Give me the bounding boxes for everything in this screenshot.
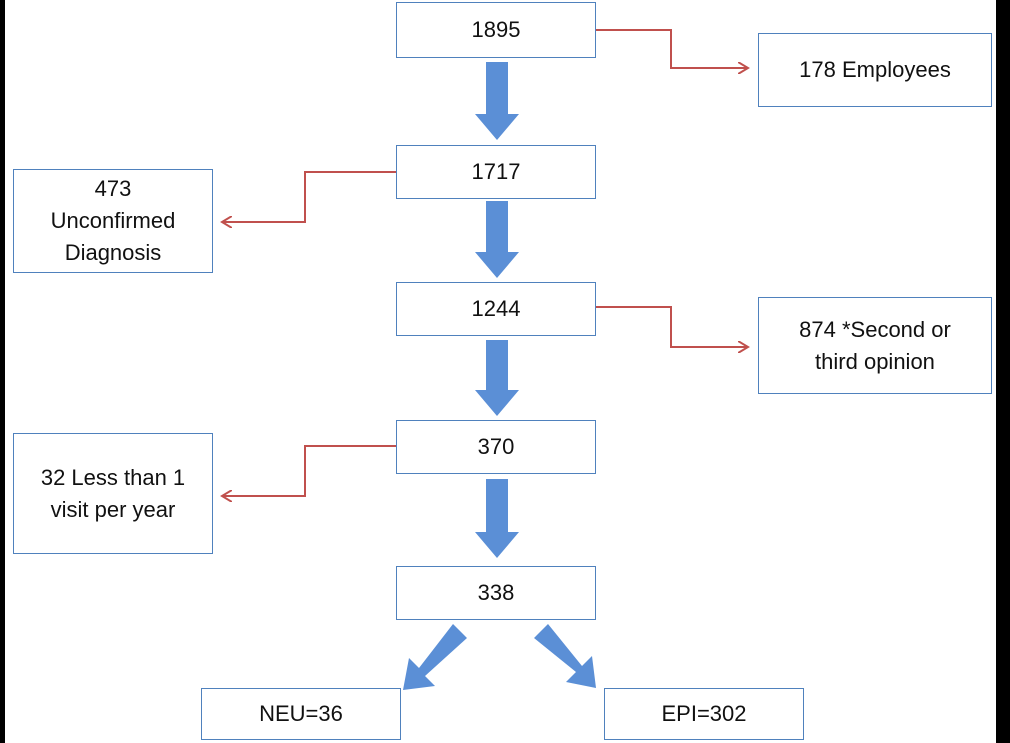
outcome-box-neu: NEU=36 [201, 688, 401, 740]
exclusion-arrow-second-opinion [596, 306, 748, 347]
outcome-box-epi: EPI=302 [604, 688, 804, 740]
exclusion-arrows [222, 29, 748, 496]
step-box-1717: 1717 [396, 145, 596, 199]
step-box-338: 338 [396, 566, 596, 620]
step-box-370: 370 [396, 420, 596, 474]
exclusion-arrow-visits [222, 445, 396, 496]
flow-arrow-4 [475, 479, 519, 558]
flow-arrow-epi [534, 624, 596, 688]
exclusion-box-low-visits: 32 Less than 1 visit per year [13, 433, 213, 554]
exclusion-arrow-employees [596, 29, 748, 68]
step-box-1895: 1895 [396, 2, 596, 58]
step-box-1244: 1244 [396, 282, 596, 336]
flow-arrow-1 [475, 62, 519, 140]
flow-arrow-2 [475, 201, 519, 278]
exclusion-box-second-opinion: 874 *Second or third opinion [758, 297, 992, 394]
exclusion-box-employees: 178 Employees [758, 33, 992, 107]
flow-arrow-neu [403, 624, 467, 690]
flow-arrows [403, 62, 596, 690]
flow-arrow-3 [475, 340, 519, 416]
exclusion-arrow-unconfirmed [222, 171, 396, 222]
exclusion-box-unconfirmed-diagnosis: 473 Unconfirmed Diagnosis [13, 169, 213, 273]
